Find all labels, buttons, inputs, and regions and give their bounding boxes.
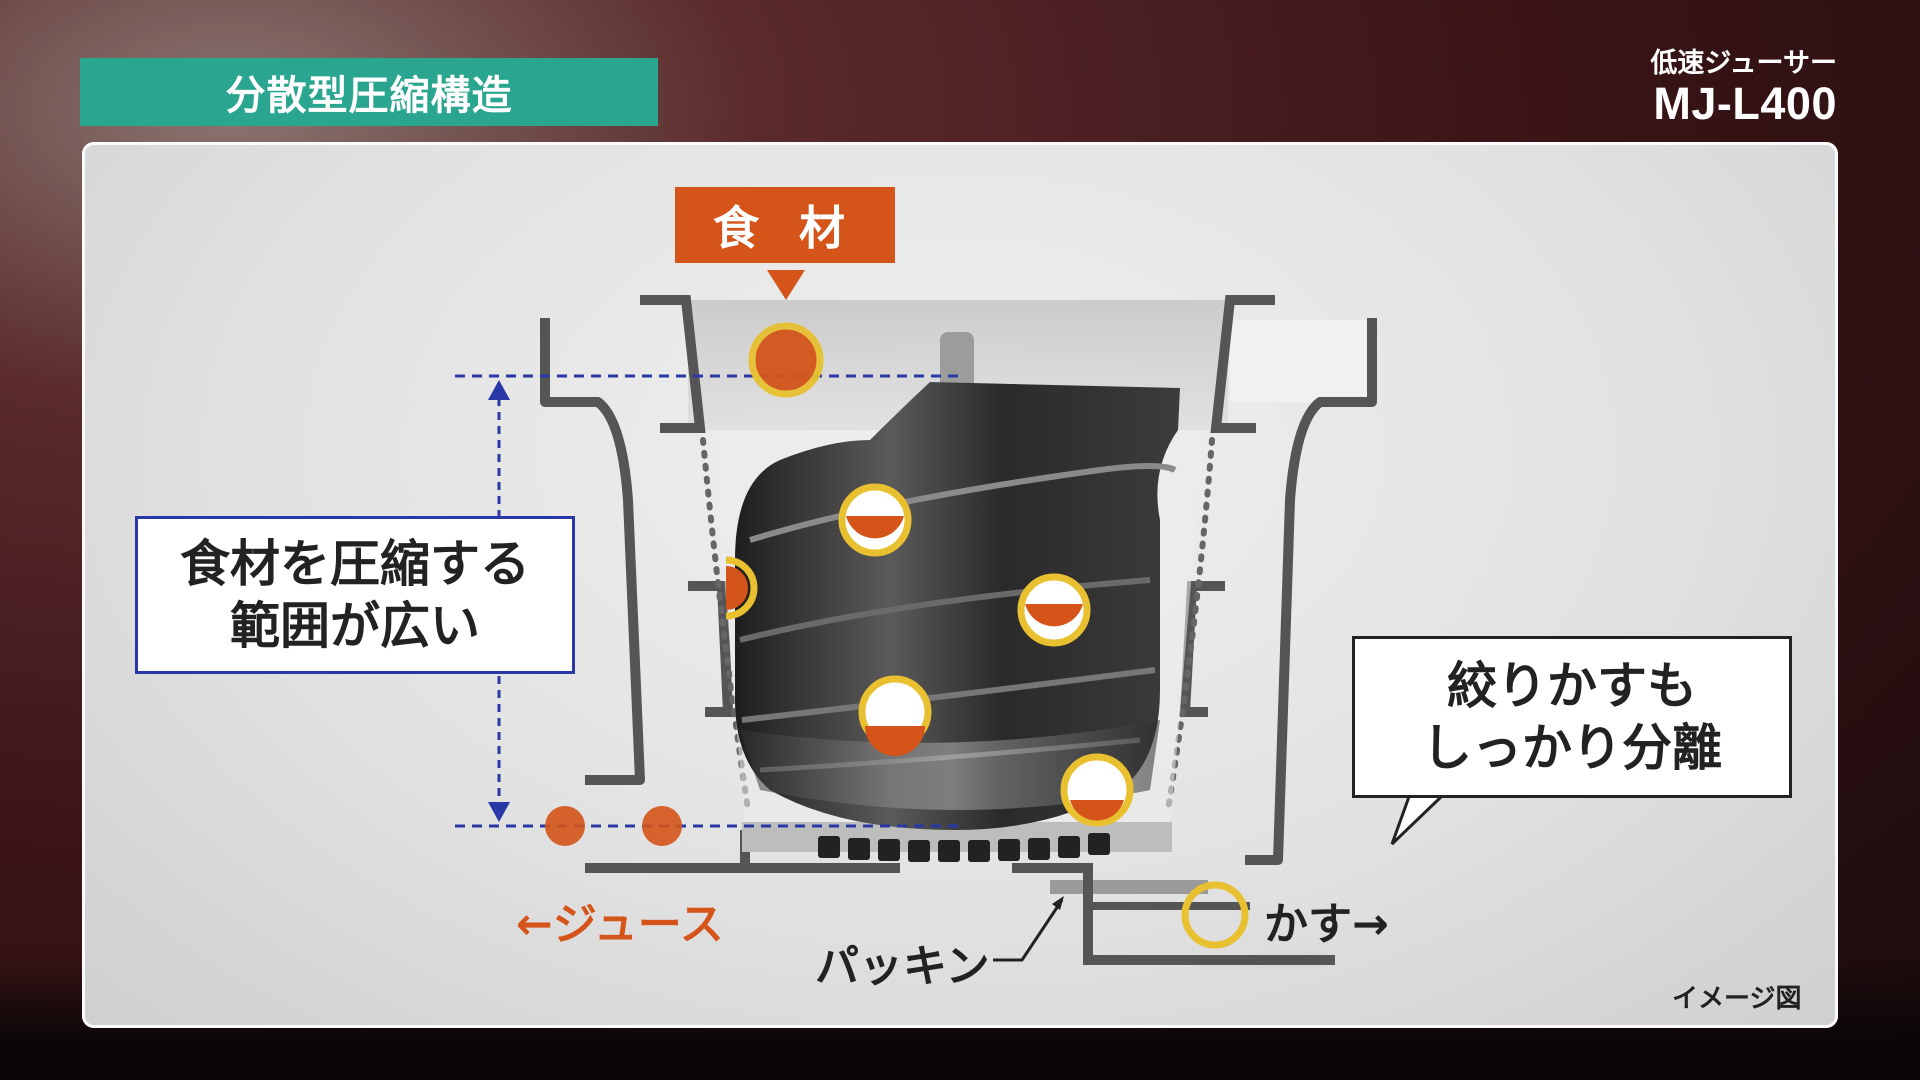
hopper-lip-right	[1210, 295, 1275, 433]
outer-housing-left	[540, 318, 645, 785]
screw-ridge-2	[739, 577, 1151, 643]
food-particle-4	[1060, 753, 1134, 827]
packing-pointer-head	[1052, 896, 1064, 910]
packing-label: パッキン	[815, 941, 990, 992]
product-info: 低速ジューサー MJ-L400	[1650, 48, 1837, 128]
compress-line-1: 食材を圧縮する	[180, 535, 530, 593]
pulp-label: かす→	[1264, 899, 1389, 950]
packing-seal	[1050, 880, 1208, 894]
juice-drop-1	[545, 806, 585, 846]
speech-pointer-icon	[1390, 793, 1444, 846]
food-particle-3	[858, 675, 932, 756]
screw-base-teeth	[818, 833, 1110, 862]
screw-shaft	[940, 332, 974, 398]
filter-right	[1165, 437, 1215, 813]
pulp-ring	[1181, 881, 1249, 949]
double-arrow-icon	[488, 380, 510, 400]
juice-label: ←ジュース	[516, 899, 724, 950]
range-arrow-down	[488, 802, 510, 822]
separate-line-1: 絞りかすも	[1447, 657, 1697, 715]
screw-body	[735, 382, 1180, 830]
product-model: MJ-L400	[1653, 78, 1837, 129]
compress-line-2: 範囲が広い	[230, 597, 480, 655]
screw-ridge-3	[741, 667, 1156, 723]
screw-ridge-1	[749, 463, 1177, 543]
food-particle-1	[838, 483, 912, 557]
packing-pointer	[993, 899, 1064, 962]
page-title: 分散型圧縮構造	[80, 58, 658, 126]
hopper-lip-left	[640, 295, 706, 433]
product-subtitle: 低速ジューサー	[1650, 48, 1837, 79]
food-particle-2	[1017, 573, 1091, 647]
outer-housing-right	[1245, 318, 1377, 865]
separate-line-2: しっかり分離	[1422, 719, 1722, 777]
food-label: 食 材	[675, 187, 895, 263]
filter-left	[700, 437, 751, 813]
pulp-separation-callout: 絞りかすも しっかり分離	[1352, 636, 1792, 798]
food-particle-side	[725, 556, 758, 620]
image-note: イメージ図	[1672, 984, 1802, 1014]
drum-bracket-left	[688, 581, 734, 717]
juice-drop-2	[642, 806, 682, 846]
pulp-outlet	[1012, 863, 1335, 965]
screw-lower-band	[740, 720, 1160, 810]
compress-range-callout: 食材を圧縮する 範囲が広い	[135, 516, 575, 674]
outer-rim	[1230, 320, 1372, 402]
arrow-down-icon	[767, 270, 805, 300]
food-particle-top	[748, 322, 824, 398]
